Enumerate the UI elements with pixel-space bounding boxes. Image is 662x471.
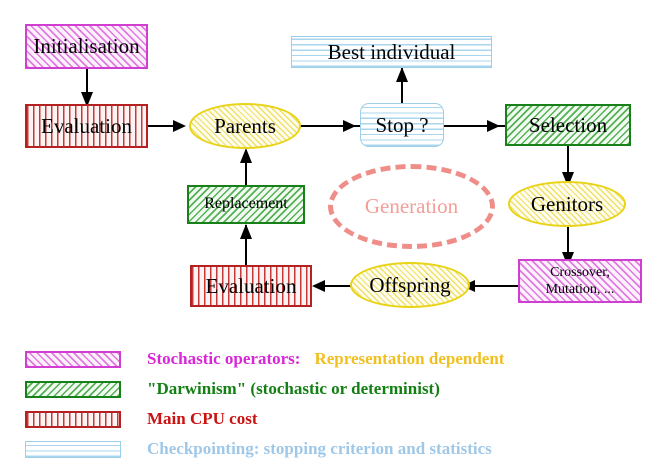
node-initialisation[interactable]: Initialisation xyxy=(25,24,148,69)
genitors-label: Genitors xyxy=(530,191,604,216)
connector-replacement-to-parents xyxy=(245,150,247,186)
connector-parents-to-stop xyxy=(300,125,360,127)
crossover-mutation-label: Crossover, Mutation, ... xyxy=(545,264,615,298)
selection-label: Selection xyxy=(528,112,608,137)
evaluation-bottom-label: Evaluation xyxy=(205,273,297,298)
connector-stop-to-selection xyxy=(443,125,505,127)
offspring-label: Offspring xyxy=(369,272,451,297)
legend-row-stochastic: Stochastic operators: Representation dep… xyxy=(25,346,504,372)
legend-label-darwinism: "Darwinism" (stochastic or determinist) xyxy=(147,379,440,398)
arrowhead-eval-to-replacement xyxy=(240,224,252,239)
connector-init-to-eval xyxy=(86,68,88,98)
evaluation-top-label: Evaluation xyxy=(41,113,132,138)
node-offspring[interactable]: Offspring xyxy=(350,262,470,308)
connector-eval-to-parents xyxy=(148,125,184,127)
connector-eval-to-replacement xyxy=(245,225,247,267)
generation-loop-ellipse: Generation xyxy=(328,164,495,249)
node-stop[interactable]: Stop ? xyxy=(360,103,444,147)
arrowhead-offspring-to-eval xyxy=(312,280,325,292)
arrowhead-parents-to-stop xyxy=(343,120,356,132)
node-parents[interactable]: Parents xyxy=(189,103,301,149)
node-crossover-mutation[interactable]: Crossover, Mutation, ... xyxy=(518,259,642,303)
connector-genitors-to-crossover xyxy=(567,227,569,259)
legend-row-cpu-cost: Main CPU cost xyxy=(25,406,257,432)
connector-selection-to-genitors xyxy=(567,146,569,179)
generation-label: Generation xyxy=(364,194,459,218)
replacement-label: Replacement xyxy=(204,195,288,213)
node-best-individual[interactable]: Best individual xyxy=(291,36,492,68)
stop-label: Stop ? xyxy=(375,112,429,137)
parents-label: Parents xyxy=(214,113,276,138)
arrowhead-replacement-to-parents xyxy=(240,148,252,163)
node-evaluation-top[interactable]: Evaluation xyxy=(25,104,148,148)
arrowhead-stop-to-selection xyxy=(487,120,500,132)
legend-swatch-green-diagonal-hatch-icon xyxy=(25,380,121,398)
best-individual-label: Best individual xyxy=(327,39,456,64)
node-selection[interactable]: Selection xyxy=(505,104,631,146)
node-genitors[interactable]: Genitors xyxy=(508,181,626,227)
connector-stop-to-best xyxy=(401,67,403,104)
node-replacement[interactable]: Replacement xyxy=(187,185,305,224)
connector-offspring-to-eval xyxy=(315,285,360,287)
legend-swatch-magenta-diagonal-hatch-icon xyxy=(25,350,121,368)
legend-label-checkpointing: Checkpointing: stopping criterion and st… xyxy=(147,439,492,458)
legend-row-darwinism: "Darwinism" (stochastic or determinist) xyxy=(25,376,440,402)
arrowhead-eval-to-parents xyxy=(173,120,186,132)
node-evaluation-bottom[interactable]: Evaluation xyxy=(190,265,312,307)
legend-swatch-red-vertical-hatch-icon xyxy=(25,410,121,428)
legend-label-representation-dependent: Representation dependent xyxy=(314,349,505,368)
connector-crossover-to-offspring xyxy=(470,285,520,287)
legend-row-checkpointing: Checkpointing: stopping criterion and st… xyxy=(25,436,492,462)
legend-label-stochastic-operators: Stochastic operators: xyxy=(147,349,301,368)
arrowhead-stop-to-best xyxy=(396,67,408,82)
initialisation-label: Initialisation xyxy=(33,34,140,59)
legend-label-main-cpu-cost: Main CPU cost xyxy=(147,409,258,428)
legend: Stochastic operators: Representation dep… xyxy=(0,338,662,458)
arrowhead-init-to-eval xyxy=(81,92,93,107)
legend-swatch-blue-horizontal-hatch-icon xyxy=(25,440,121,458)
